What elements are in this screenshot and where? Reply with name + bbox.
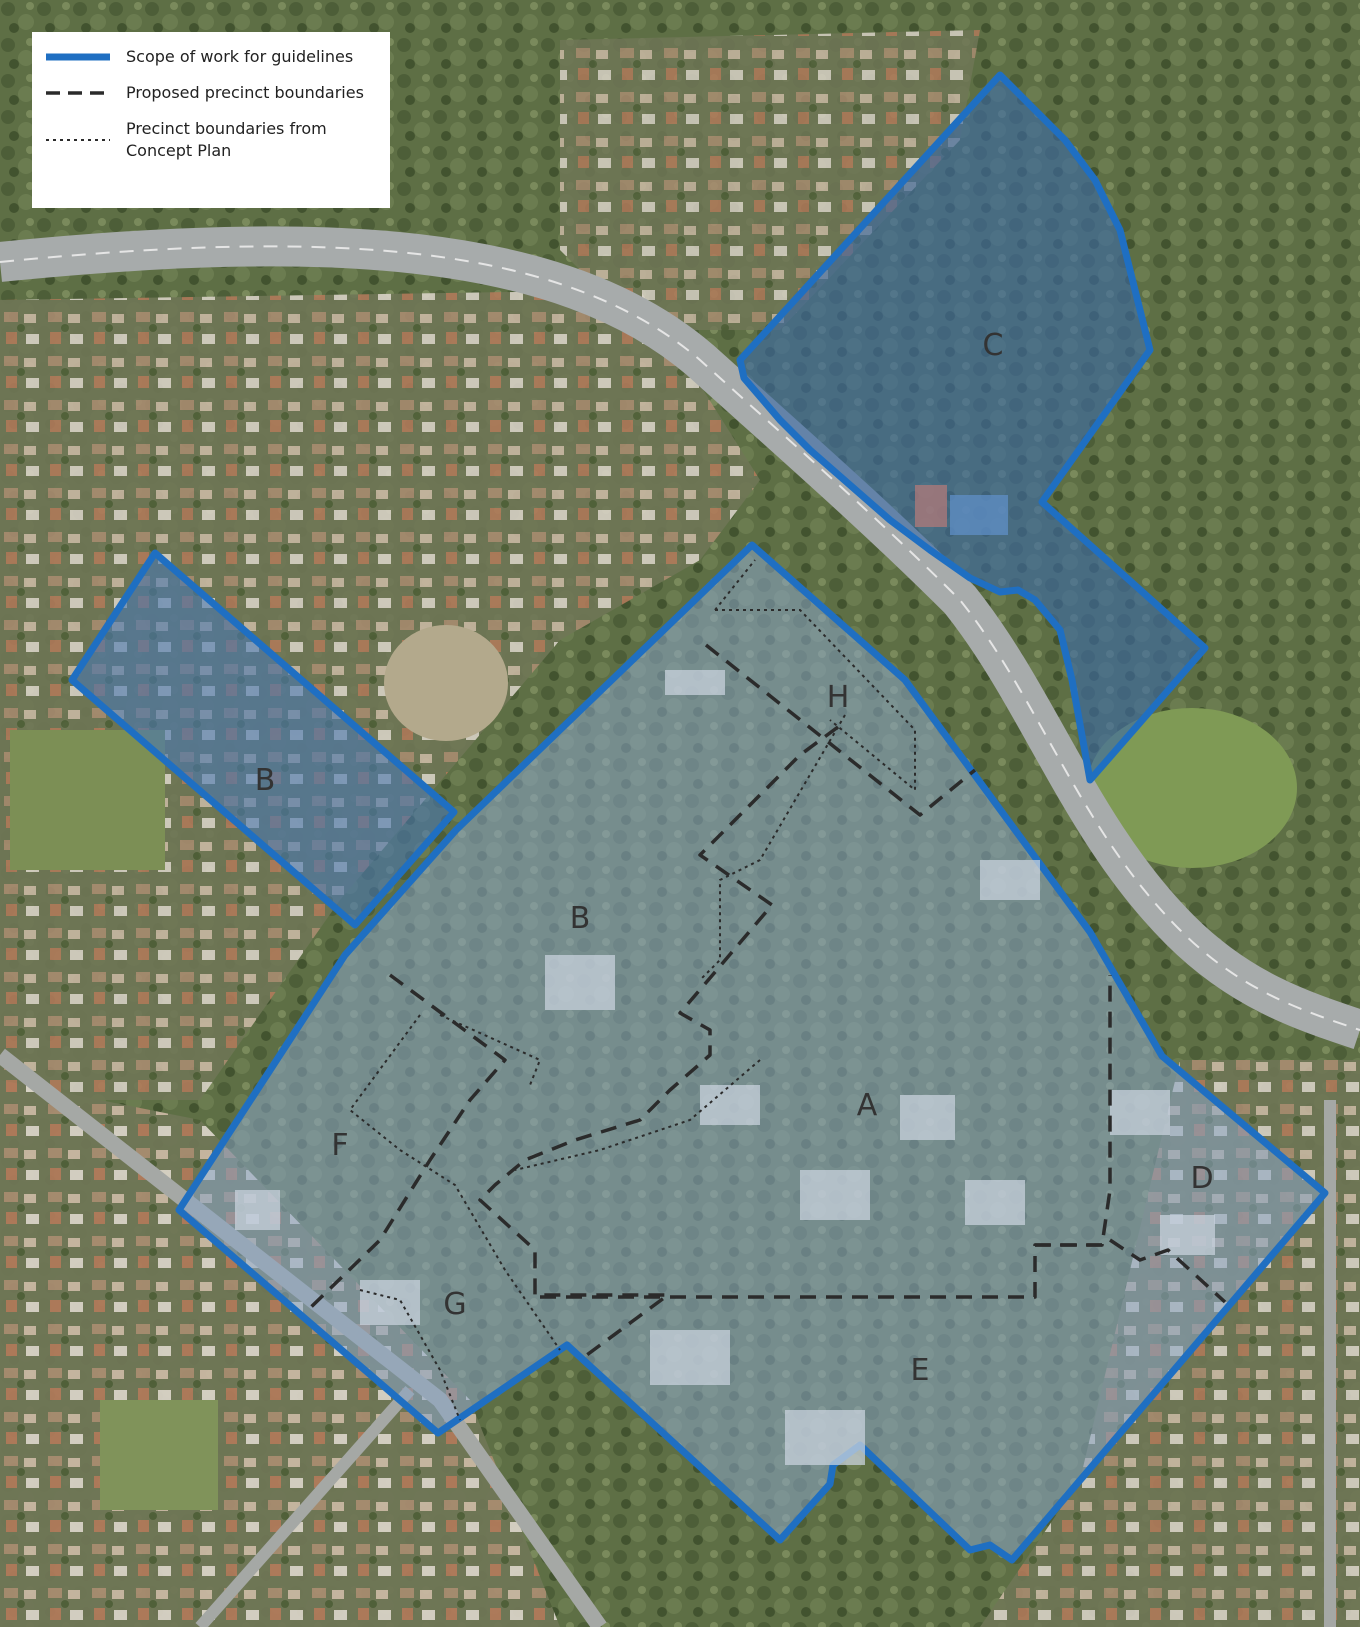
- scope-area-c: [736, 71, 1209, 784]
- precinct-label-b-main: B: [570, 901, 591, 936]
- precinct-label-c: C: [983, 328, 1004, 363]
- precinct-label-d: D: [1190, 1161, 1213, 1196]
- legend-label-scope: Scope of work for guidelines: [126, 47, 354, 66]
- dotted-line-swatch: [46, 118, 110, 142]
- legend-item-concept: Precinct boundaries from Concept Plan: [46, 118, 376, 162]
- road-south: [195, 1386, 415, 1627]
- sports-field-south: [100, 1400, 218, 1510]
- suburb-area-north: [560, 30, 980, 330]
- proposed-precinct-boundaries: [306, 643, 1227, 1362]
- precinct-label-f: F: [331, 1128, 348, 1163]
- sports-oval: [1087, 708, 1297, 868]
- horse-track: [384, 625, 508, 741]
- campus-buildings: [235, 485, 1215, 1465]
- dashed-line-swatch: [46, 82, 110, 106]
- motorway-centreline: [0, 245, 1360, 1031]
- legend-label-concept: Precinct boundaries from Concept Plan: [126, 119, 327, 160]
- scope-area-b-west: [68, 549, 458, 929]
- precinct-label-e: E: [911, 1353, 930, 1388]
- precinct-label-h: H: [827, 680, 850, 715]
- precinct-label-g: G: [443, 1287, 466, 1322]
- suburb-area-west: [0, 290, 760, 1100]
- legend-item-scope: Scope of work for guidelines: [46, 46, 376, 70]
- solid-blue-line-swatch: [46, 46, 110, 70]
- precinct-label-a: A: [857, 1088, 878, 1123]
- precinct-label-b-west: B: [255, 763, 276, 798]
- concept-plan-boundaries: [348, 559, 916, 1421]
- legend-label-proposed: Proposed precinct boundaries: [126, 83, 364, 102]
- sports-field-west: [10, 730, 165, 870]
- legend-item-proposed: Proposed precinct boundaries: [46, 82, 376, 106]
- map-legend: Scope of work for guidelines Proposed pr…: [32, 32, 390, 208]
